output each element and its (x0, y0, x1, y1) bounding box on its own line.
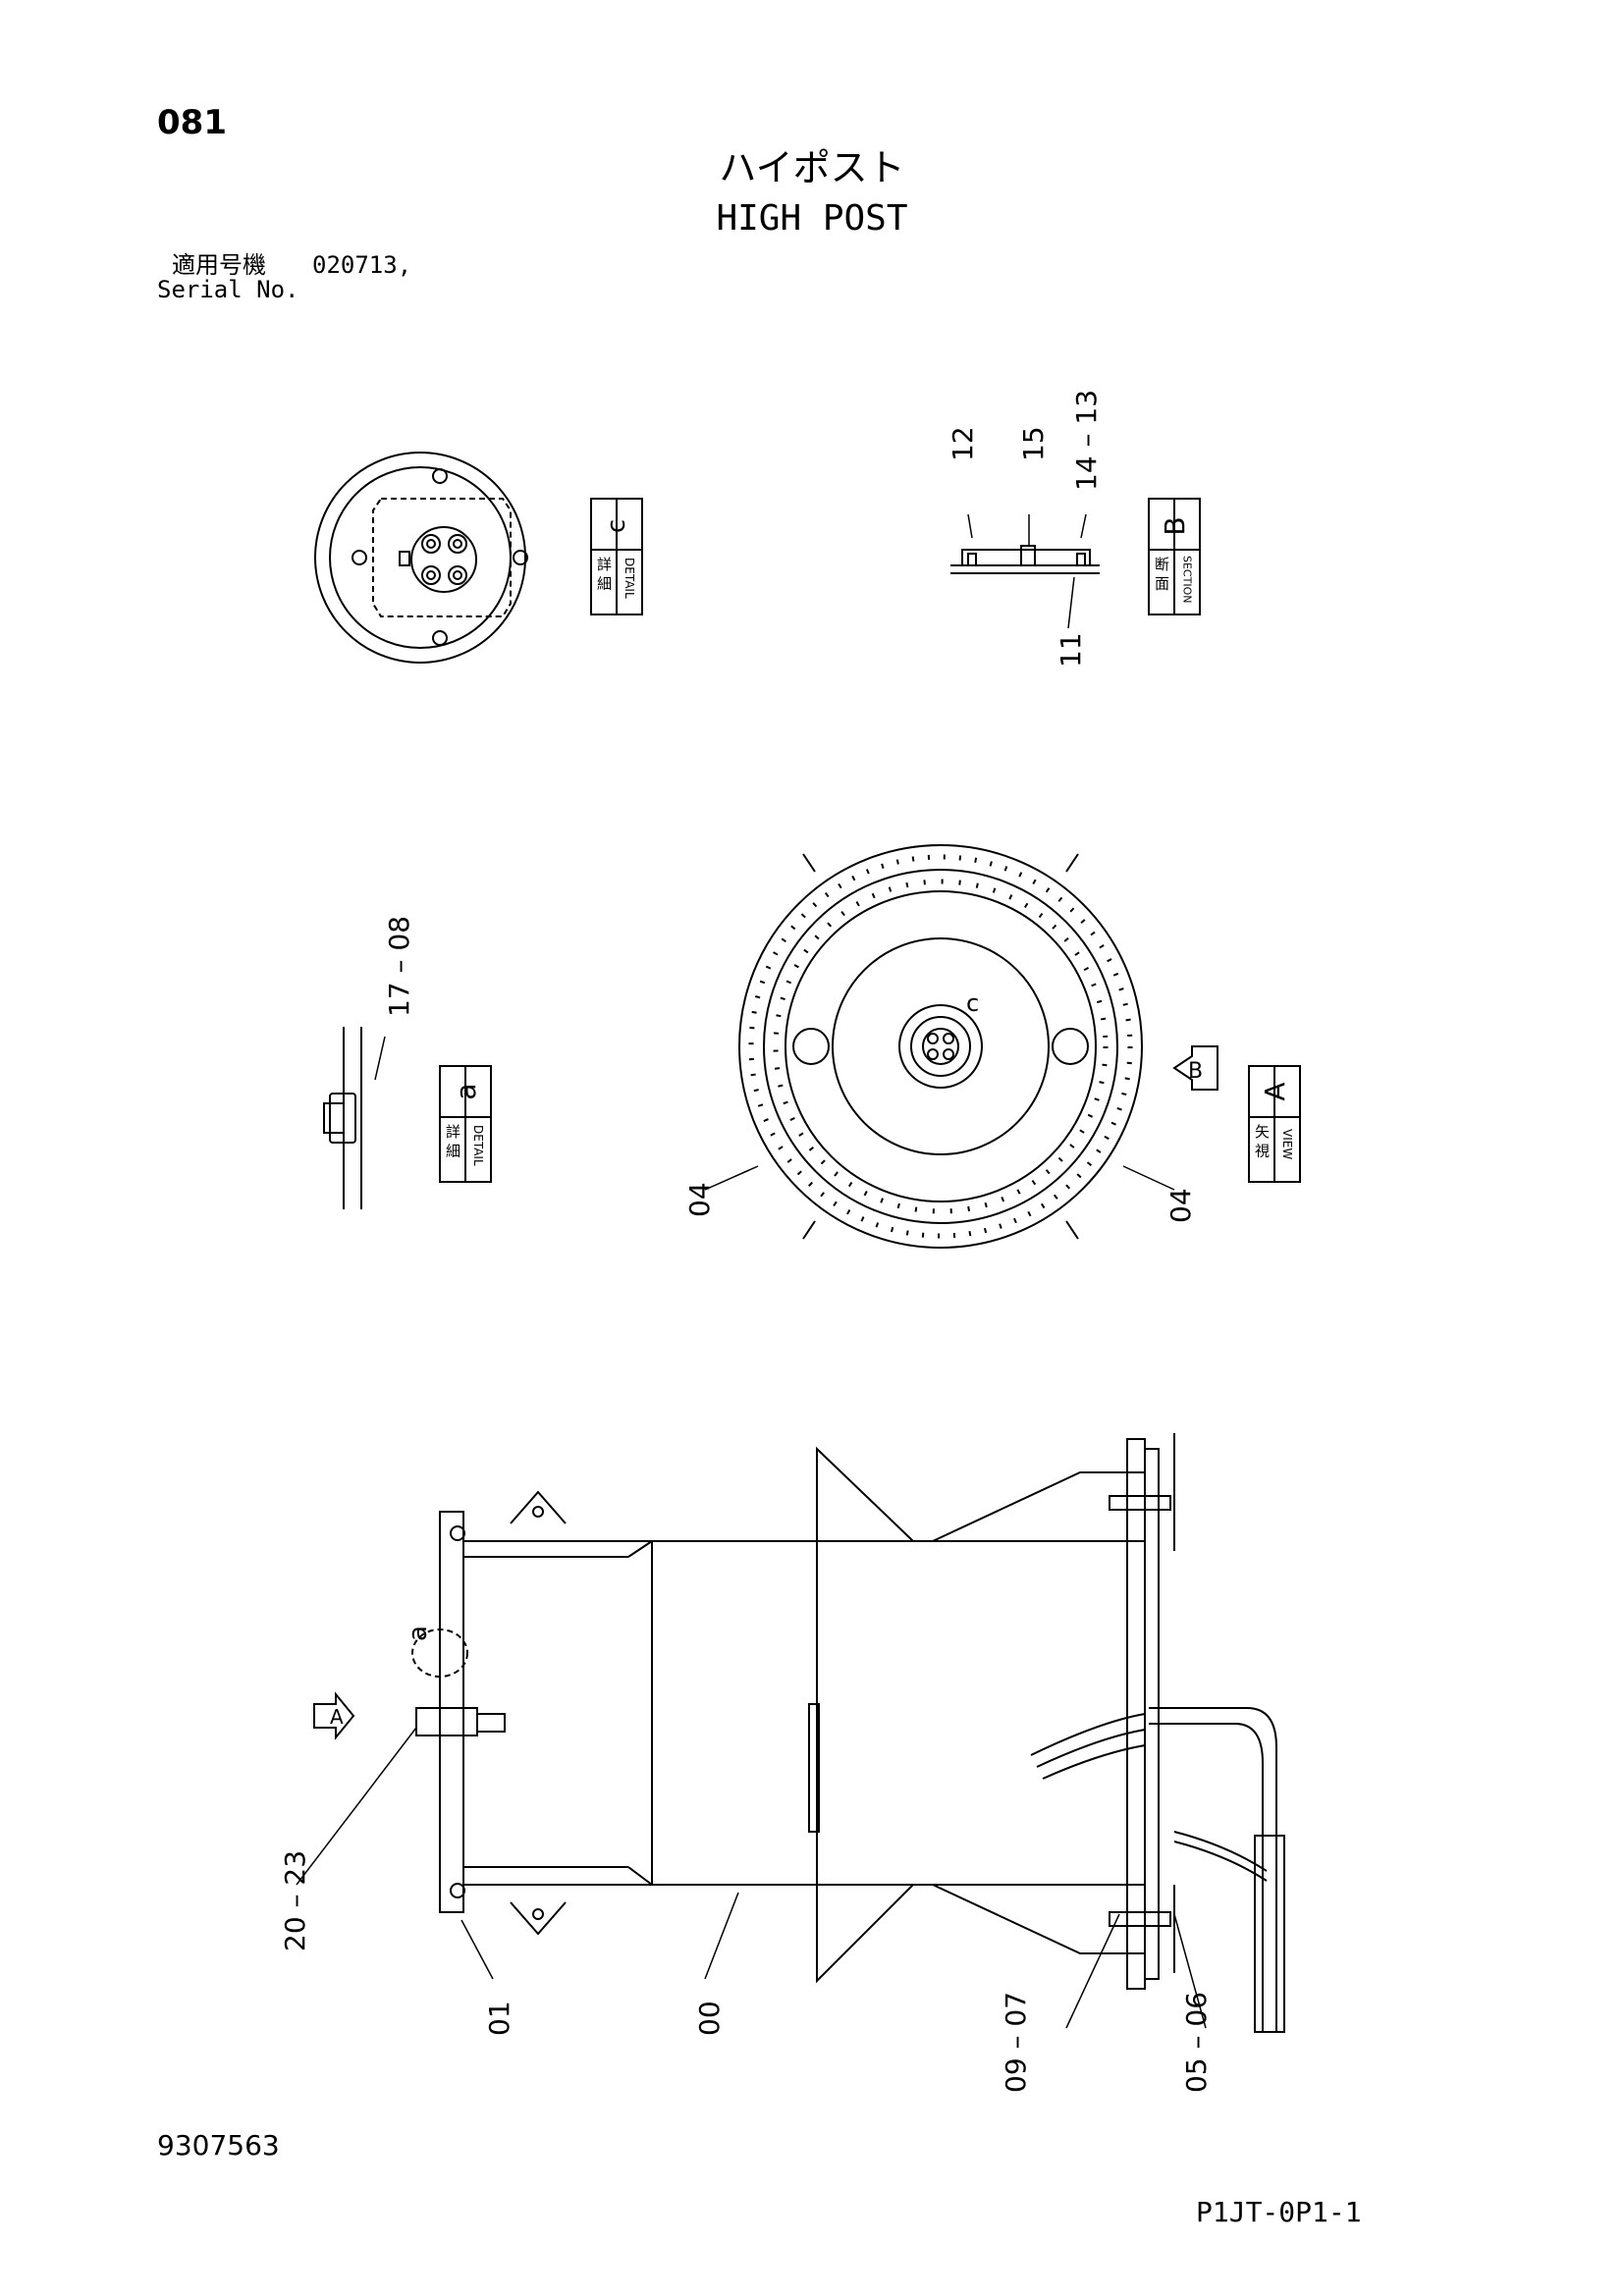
detail-a-sub: DETAIL (471, 1125, 485, 1166)
serial-label-japanese: 適用号機 (172, 251, 266, 279)
callout-11: 11 (1055, 632, 1087, 667)
main-side-view (296, 1433, 1285, 2033)
detail-a-label-box: 詳 細 DETAIL a (439, 1065, 492, 1183)
callout-15: 15 (1017, 426, 1050, 461)
serial-value: 020713, (312, 251, 412, 279)
view-a-c-mark: c (966, 989, 979, 1017)
view-a-sub: VIEW (1280, 1129, 1294, 1159)
view-a-letter: A (1259, 1082, 1291, 1100)
callout-09-07: 09 – 07 (1000, 1992, 1032, 2093)
main-a-mark: a (404, 1626, 433, 1641)
detail-a-kanji: 詳 細 (444, 1124, 461, 1158)
a-arrow-letter: A (330, 1705, 344, 1729)
detail-c-letter: c (602, 519, 631, 533)
detail-c-view (314, 452, 528, 664)
view-a-kanji: 矢 視 (1253, 1124, 1271, 1159)
detail-a-letter: a (450, 1083, 482, 1099)
callout-14-13: 14 – 13 (1070, 390, 1103, 491)
section-b-view (950, 513, 1100, 629)
callout-05-06: 05 – 06 (1180, 1992, 1213, 2093)
detail-c-kanji: 詳 細 (595, 557, 613, 591)
b-arrow-letter: B (1188, 1059, 1203, 1084)
callout-04-right: 04 (1164, 1188, 1197, 1223)
view-a-arrow: A (313, 1691, 355, 1740)
callout-17-08: 17 – 08 (383, 916, 415, 1017)
title-english: HIGH POST (716, 198, 908, 239)
callout-20-23: 20 – 23 (279, 1850, 311, 1951)
section-b-letter: B (1159, 516, 1191, 535)
section-b-arrow: B (1172, 1045, 1218, 1091)
view-a-label-box: 矢 視 VIEW A (1248, 1065, 1301, 1183)
section-b-kanji: 断 面 (1153, 557, 1170, 591)
detail-c-label-box: 詳 細 DETAIL c (590, 498, 643, 615)
section-b-label-box: 断 面 SECTION B (1148, 498, 1201, 615)
title-japanese: ハイポスト (719, 146, 905, 189)
callout-01: 01 (483, 2001, 515, 2036)
sheet-code: P1JT-0P1-1 (1196, 2196, 1362, 2228)
callout-12: 12 (947, 426, 979, 461)
serial-label-english: Serial No. (157, 276, 299, 303)
page-number: 081 (157, 103, 227, 142)
callout-04-left: 04 (683, 1182, 716, 1217)
detail-c-sub: DETAIL (623, 558, 636, 599)
section-b-sub: SECTION (1181, 556, 1194, 603)
part-number: 9307563 (157, 2129, 280, 2162)
callout-00: 00 (693, 2001, 726, 2036)
view-a-ring (704, 844, 1175, 1249)
detail-a-view (323, 1027, 386, 1209)
